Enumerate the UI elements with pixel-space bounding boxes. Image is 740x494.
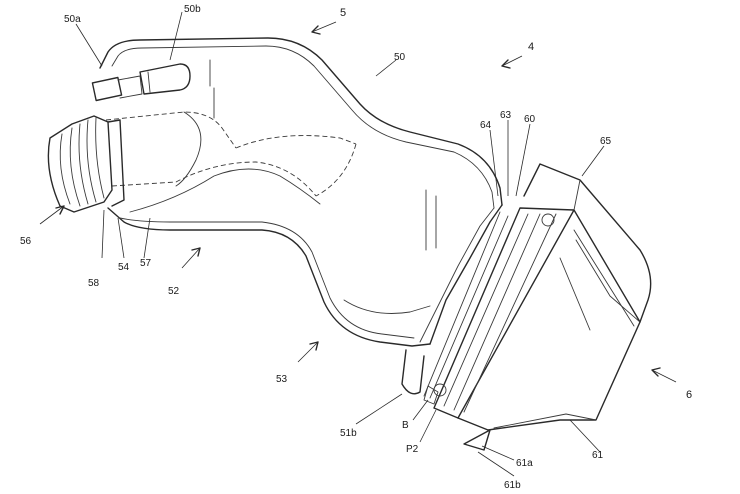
label-63: 63: [500, 110, 512, 121]
indicator-arrows: [39, 21, 677, 383]
reference-labels: 50a 50b 5 50 4 56 58 54 57 52 53 51b B P…: [20, 4, 692, 491]
label-53: 53: [276, 374, 288, 385]
inner-pipe-dashed: [105, 111, 357, 197]
label-58: 58: [88, 278, 100, 289]
nozzle-50b: [139, 63, 191, 95]
nozzle-50a: [91, 75, 143, 102]
label-51b: 51b: [340, 428, 357, 439]
leader-lines: [75, 11, 605, 477]
intake-duct: [99, 37, 503, 347]
label-50a: 50a: [64, 14, 81, 25]
label-52: 52: [168, 286, 180, 297]
label-5: 5: [340, 7, 346, 19]
label-50b: 50b: [184, 4, 201, 15]
filter-case-61: [457, 209, 641, 451]
label-61: 61: [592, 450, 604, 461]
label-B: B: [402, 420, 409, 431]
label-61a: 61a: [516, 458, 533, 469]
label-60: 60: [524, 114, 536, 125]
label-64: 64: [480, 120, 492, 131]
label-6: 6: [686, 389, 692, 401]
label-4: 4: [528, 41, 534, 53]
filter-element-60: [423, 207, 575, 419]
bellows-connector: [47, 115, 125, 213]
label-65: 65: [600, 136, 612, 147]
label-61b: 61b: [504, 480, 521, 491]
filter-cover-65: [523, 163, 652, 323]
label-57: 57: [140, 258, 152, 269]
drain-51b: [401, 349, 439, 405]
label-50: 50: [394, 52, 406, 63]
label-56: 56: [20, 236, 32, 247]
label-54: 54: [118, 262, 130, 273]
label-P2: P2: [406, 444, 419, 455]
